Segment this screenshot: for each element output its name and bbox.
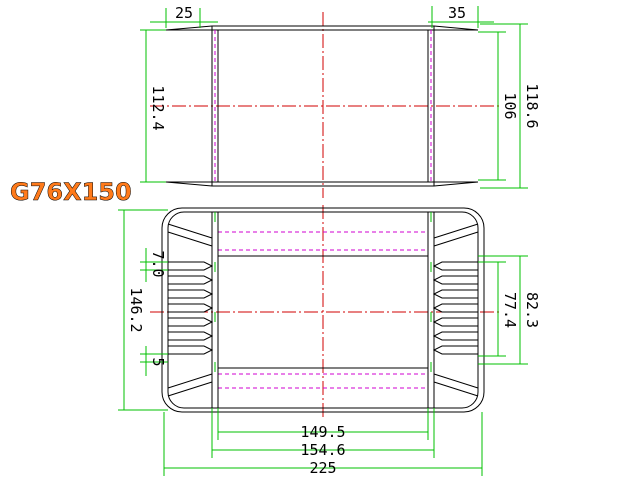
top-flange-lower xyxy=(165,181,479,187)
dim-label-inner-height: 106 xyxy=(501,92,519,119)
bottom-left-brace-top xyxy=(167,223,213,247)
bottom-right-brace-bottom xyxy=(433,373,479,397)
dim-label-inner-width: 149.5 xyxy=(300,423,345,441)
bottom-right-fins xyxy=(432,261,478,355)
model-title: G76X150 xyxy=(10,178,132,206)
dim-label-overall-width: 225 xyxy=(309,459,336,477)
dim-label-mid-width: 154.6 xyxy=(300,441,345,459)
dim-label-outer-height: 118.6 xyxy=(523,83,541,128)
dim-label-fin-offset: 5 xyxy=(149,357,167,366)
dim-label-overall-height: 146.2 xyxy=(127,287,145,332)
bottom-outer-body xyxy=(161,207,485,413)
bottom-left-fins xyxy=(168,261,214,355)
dim-label-outer-window: 82.3 xyxy=(523,292,541,328)
bottom-left-brace-bottom xyxy=(167,373,213,397)
dim-label-fin-pitch: 7.0 xyxy=(149,250,167,277)
dim-label-left-height: 112.4 xyxy=(149,85,167,130)
dim-label-left-flange: 25 xyxy=(175,4,193,22)
bottom-right-brace-top xyxy=(433,223,479,247)
top-view xyxy=(140,6,528,198)
dim-label-inner-window: 77.4 xyxy=(501,292,519,328)
top-flange-upper xyxy=(165,25,479,31)
bottom-view xyxy=(118,205,528,476)
dim-label-right-flange: 35 xyxy=(448,4,466,22)
